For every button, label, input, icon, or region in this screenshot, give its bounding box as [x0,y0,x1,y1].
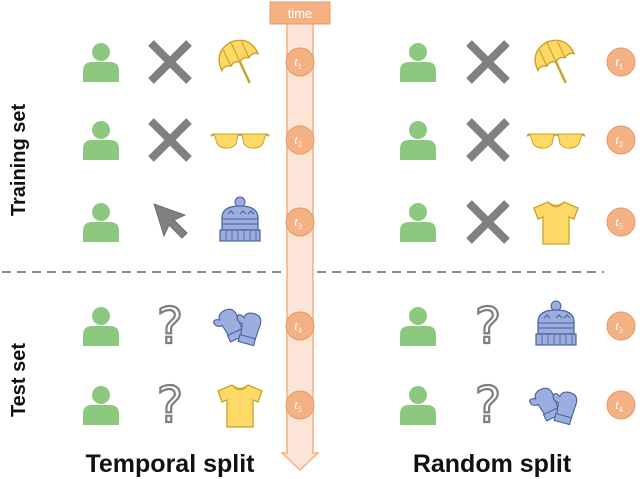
time-node: t2 [606,125,636,155]
question-mark-icon: ? [474,375,503,435]
time-node: t3 [606,311,636,341]
user-icon [83,43,119,82]
cross-icon [148,40,192,84]
training-set-label: Training set [8,104,30,217]
svg-text:t2: t2 [294,132,302,149]
time-node: t4 [606,390,636,420]
interaction-row: t1 [83,39,315,84]
time-label-box [269,1,331,25]
interaction-row: ? t4 [83,296,315,356]
test-set-label: Test set [8,343,30,417]
svg-text:?: ? [157,376,184,434]
tshirt-icon [533,201,579,245]
mittens-icon [213,308,262,347]
user-icon [83,203,119,242]
interaction-row: t5 [400,200,636,245]
svg-text:t3: t3 [615,318,623,335]
svg-text:?: ? [475,376,502,434]
time-node: t2 [285,125,315,155]
user-icon [400,203,436,242]
cursor-arrow-icon [153,203,188,239]
cross-icon [148,118,192,162]
cross-icon [466,40,510,84]
interaction-row: ? t4 [400,375,636,435]
time-label: time [288,6,313,21]
tshirt-icon [217,384,263,428]
interaction-row: t2 [83,118,315,162]
svg-text:?: ? [475,297,502,355]
beach-umbrella-icon [534,39,576,84]
user-icon [400,386,436,425]
svg-text:t1: t1 [615,54,623,71]
svg-text:?: ? [157,297,184,355]
time-node: t1 [285,47,315,77]
question-mark-icon: ? [156,296,185,356]
interaction-row: ? t3 [400,296,636,356]
svg-text:t5: t5 [615,214,623,231]
interaction-row: t1 [400,39,636,84]
time-node: t1 [606,47,636,77]
cross-icon [466,200,510,244]
sunglasses-icon [526,133,586,149]
time-node: t5 [285,390,315,420]
question-mark-icon: ? [156,375,185,435]
sunglasses-icon [210,133,270,149]
temporal-split-title: Temporal split [85,450,255,478]
user-icon [83,121,119,160]
user-icon [400,121,436,160]
svg-text:t4: t4 [294,318,302,335]
temporal-split-panel: t1 t2 t3? t4? t5 [83,39,315,435]
svg-text:t1: t1 [294,54,302,71]
beanie-hat-icon [219,196,261,242]
cross-icon [466,118,510,162]
svg-text:t3: t3 [294,214,302,231]
beach-umbrella-icon [218,39,260,84]
random-split-panel: t1 t2 t5? t3? t4 [400,39,636,435]
interaction-row: t3 [83,196,315,242]
time-node: t3 [285,207,315,237]
interaction-row: ? t5 [83,375,315,435]
user-icon [400,307,436,346]
beanie-hat-icon [535,300,577,346]
user-icon [83,307,119,346]
svg-text:t5: t5 [294,397,302,414]
interaction-row: t2 [400,118,636,162]
user-icon [83,386,119,425]
random-split-title: Random split [413,450,572,478]
svg-text:t4: t4 [615,397,623,414]
time-node: t5 [606,207,636,237]
svg-text:t2: t2 [615,132,623,149]
mittens-icon [529,387,578,426]
user-icon [400,43,436,82]
question-mark-icon: ? [474,296,503,356]
time-node: t4 [285,311,315,341]
